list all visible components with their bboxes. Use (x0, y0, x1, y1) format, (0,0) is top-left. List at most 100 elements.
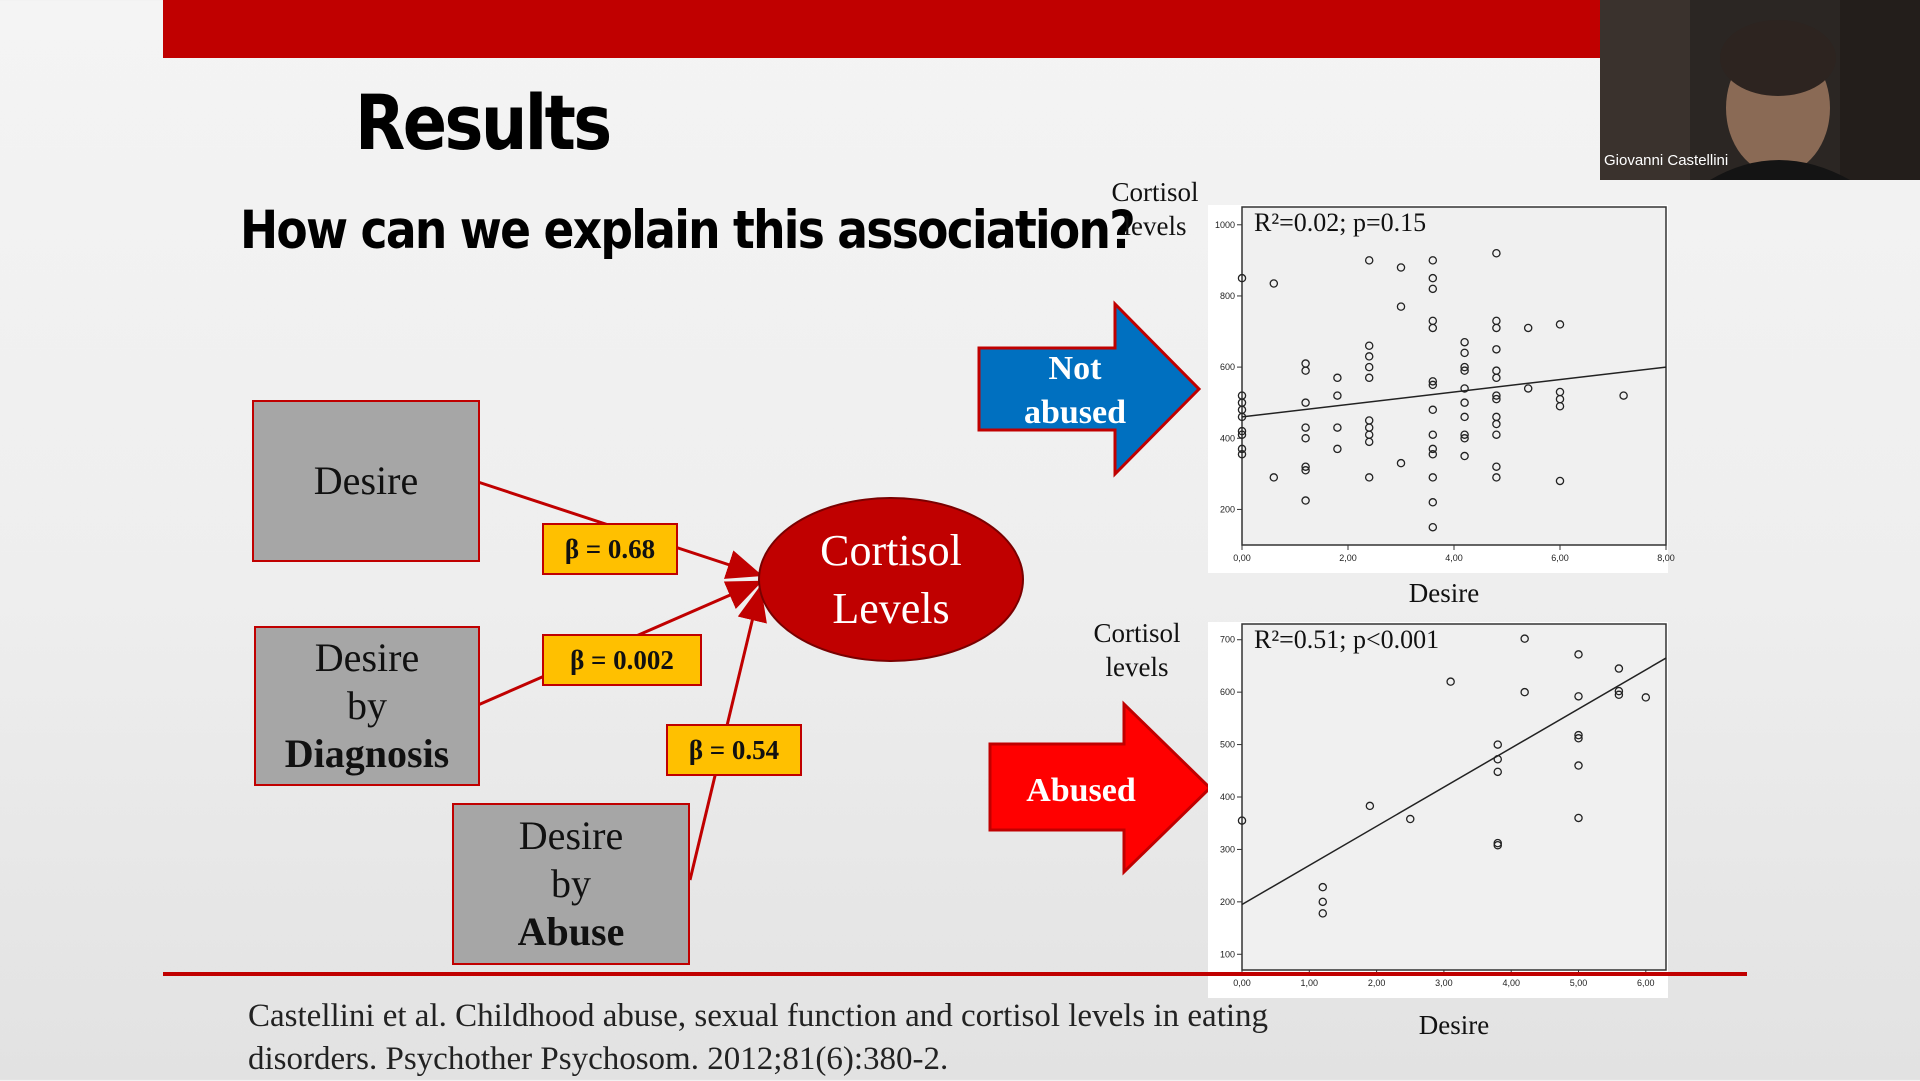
box-label-line: by (347, 683, 387, 728)
x-tick-label: 8,00 (1657, 553, 1675, 563)
x-tick-label: 3,00 (1435, 978, 1453, 988)
data-point (1301, 398, 1310, 407)
abused-arrow (988, 700, 1213, 876)
data-point (1301, 423, 1310, 432)
y-tick-label: 800 (1220, 291, 1235, 301)
box-label-line: Desire (518, 813, 624, 858)
box-desire: Desire (252, 400, 480, 562)
chart1-xlabel: Desire (1408, 578, 1480, 608)
citation-line: disorders. Psychother Psychosom. 2012;81… (248, 1041, 949, 1077)
data-point (1237, 426, 1247, 436)
data-point (1492, 323, 1501, 333)
data-point (1396, 302, 1406, 311)
data-point (1492, 419, 1501, 429)
data-point (1318, 882, 1328, 892)
arrow-label-line: abused (1023, 394, 1127, 431)
plot-area (1241, 206, 1667, 546)
abused-label: Abused (1026, 772, 1136, 809)
chart2-ylabel: Cortisol levels (1082, 616, 1192, 684)
x-tick-label: 4,00 (1502, 978, 1520, 988)
x-tick-label: 6,00 (1637, 978, 1655, 988)
data-point (1428, 273, 1438, 283)
not-abused-arrow (977, 300, 1202, 478)
box-label-line: Abuse (517, 909, 625, 954)
chart-stat-label: R²=0.02; p=0.15 (1254, 208, 1426, 237)
chart1-ylabel-line: levels (1123, 211, 1187, 241)
box-desire-label: Desire (313, 458, 419, 503)
data-point (1493, 840, 1502, 850)
data-point (1333, 444, 1342, 454)
x-tick-label: 0,00 (1233, 978, 1251, 988)
y-tick-label: 700 (1220, 635, 1235, 645)
data-point (1428, 380, 1438, 390)
header-band (163, 0, 1600, 58)
x-tick-label: 2,00 (1339, 553, 1357, 563)
data-point (1364, 437, 1374, 447)
not-abused-label: Not abused (995, 347, 1155, 435)
data-point (1269, 473, 1279, 482)
slide-title: Results (355, 78, 612, 167)
data-point (1460, 398, 1469, 407)
data-point (1520, 634, 1529, 643)
data-point (1364, 373, 1374, 383)
arrow-label-line: Not (1048, 350, 1102, 387)
data-point (1574, 761, 1583, 770)
data-point (1428, 450, 1438, 459)
beta-label-abuse: β = 0.54 (666, 724, 802, 776)
data-point (1301, 366, 1310, 375)
data-point (1574, 734, 1583, 743)
data-point (1460, 412, 1469, 422)
x-tick-label: 6,00 (1551, 553, 1569, 563)
data-point (1492, 373, 1501, 383)
webcam-video (1600, 0, 1920, 180)
data-point (1333, 391, 1342, 400)
data-point (1237, 444, 1247, 454)
data-point (1365, 801, 1375, 811)
outcome-cortisol-levels: Cortisol Levels (758, 497, 1024, 662)
data-point (1364, 352, 1374, 361)
x-tick-label: 5,00 (1570, 978, 1588, 988)
box-label-line: Diagnosis (284, 731, 450, 776)
data-point (1555, 401, 1565, 411)
data-point (1555, 476, 1565, 486)
y-tick-label: 400 (1220, 792, 1235, 802)
data-point (1460, 451, 1469, 461)
beta-label-desire: β = 0.68 (542, 523, 678, 575)
data-point (1555, 320, 1565, 329)
data-point (1428, 256, 1438, 265)
data-point (1428, 444, 1438, 454)
data-point (1493, 755, 1502, 764)
data-point (1406, 814, 1415, 824)
data-point (1614, 686, 1624, 696)
data-point (1301, 466, 1310, 475)
slide-subtitle: How can we explain this association? (240, 200, 1136, 261)
data-point (1614, 690, 1624, 700)
data-point (1492, 345, 1501, 354)
data-point (1492, 473, 1501, 482)
data-point (1237, 412, 1247, 422)
y-tick-label: 200 (1220, 504, 1235, 514)
data-point (1574, 692, 1583, 701)
beta-label-diagnosis: β = 0.002 (542, 634, 702, 686)
data-point (1364, 256, 1374, 265)
y-tick-label: 100 (1220, 949, 1235, 959)
chart2-ylabel-line: levels (1105, 652, 1169, 682)
y-tick-label: 200 (1220, 897, 1235, 907)
data-point (1318, 897, 1328, 907)
y-tick-label: 600 (1220, 362, 1235, 372)
data-point (1460, 366, 1469, 375)
data-point (1364, 362, 1374, 372)
x-tick-label: 2,00 (1368, 978, 1386, 988)
data-point (1428, 522, 1438, 532)
data-point (1574, 650, 1583, 659)
data-point (1237, 816, 1247, 825)
data-point (1574, 730, 1583, 740)
plot-area (1241, 623, 1667, 971)
data-point (1641, 693, 1651, 702)
data-point (1428, 430, 1438, 439)
data-point (1520, 687, 1529, 697)
data-point (1364, 473, 1374, 482)
footer-divider (163, 972, 1747, 976)
citation: Castellini et al. Childhood abuse, sexua… (248, 995, 1268, 1081)
